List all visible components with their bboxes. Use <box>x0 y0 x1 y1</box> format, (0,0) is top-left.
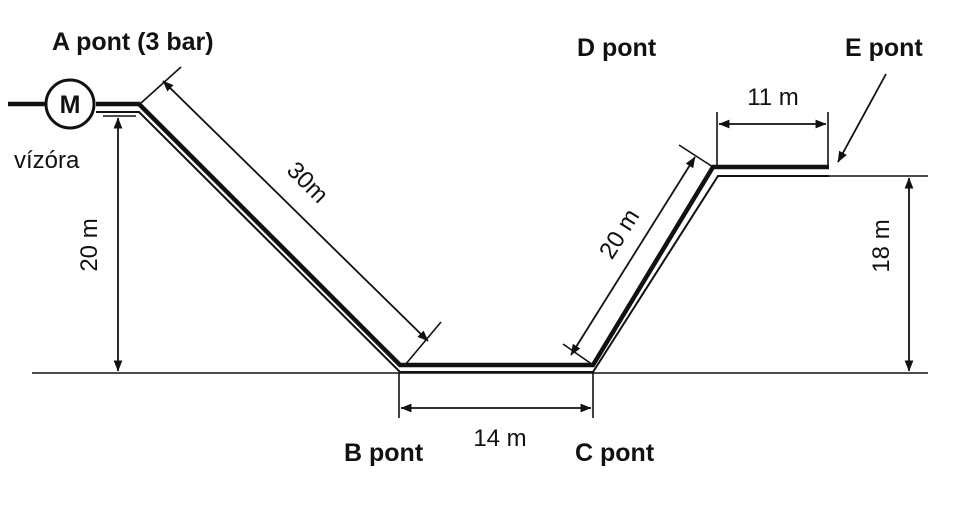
label-point-e: E pont <box>845 34 923 62</box>
length-bc-label: 14 m <box>473 425 526 452</box>
pipe-line-lower <box>96 111 829 373</box>
water-meter-icon <box>44 78 96 130</box>
length-ab-tick-top <box>140 66 182 104</box>
length-ab-label: 30m <box>281 157 333 209</box>
length-cd-tick-top <box>678 144 714 168</box>
length-ab-arrow <box>162 80 429 342</box>
label-point-d: D pont <box>577 34 657 62</box>
meter-symbol: M <box>60 91 81 119</box>
label-point-b: B pont <box>344 439 424 467</box>
height-a-label: 20 m <box>76 218 103 271</box>
height-e-label: 18 m <box>868 219 895 272</box>
length-ab-tick-bottom <box>404 321 442 366</box>
length-de-label: 11 m <box>747 84 799 111</box>
length-cd-tick-bottom <box>562 343 594 366</box>
length-cd-label: 20 m <box>594 204 645 264</box>
length-cd-arrow <box>570 156 696 356</box>
meter-caption: vízóra <box>14 147 80 174</box>
point-e-pointer <box>837 73 887 163</box>
label-point-c: C pont <box>575 439 655 467</box>
pipe-line <box>96 101 829 368</box>
label-point-a: A pont (3 bar) <box>52 28 214 56</box>
